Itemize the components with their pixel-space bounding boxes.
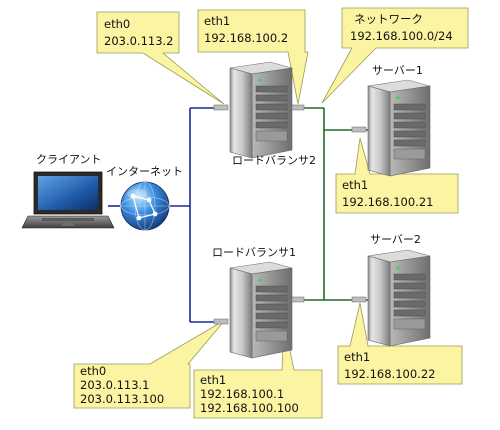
callout-lb2-eth0-line2: 203.0.113.2 [104, 34, 174, 48]
server2-server-tower-icon [367, 249, 431, 347]
callout-lb2-eth1-line1: eth1 [204, 14, 230, 28]
server1-label: サーバー1 [372, 64, 423, 77]
callout-lb1-eth1: eth1 192.168.100.1 192.168.100.100 [193, 321, 323, 419]
port-connectors [213, 104, 367, 325]
client-label: クライアント [36, 153, 102, 166]
callout-network: ネットワーク 192.168.100.0/24 [321, 7, 469, 104]
server1-server-tower-icon [367, 79, 431, 177]
internet-label: インターネット [106, 165, 183, 178]
callout-lb1-eth0-line3: 203.0.113.100 [80, 392, 164, 406]
callout-lb2-eth1: eth1 192.168.100.2 [197, 9, 309, 105]
callout-lb1-eth0: eth0 203.0.113.1 203.0.113.100 [73, 319, 226, 409]
server2-label: サーバー2 [370, 233, 421, 246]
callout-lb2-eth1-line2: 192.168.100.2 [204, 31, 288, 45]
callout-server1-eth1-line1: eth1 [342, 178, 368, 192]
callout-server2-eth1-line2: 192.168.100.22 [344, 367, 435, 381]
globe-icon [120, 181, 170, 231]
lb1-server-tower-icon [229, 261, 293, 359]
lb2-label: ロードバランサ2 [232, 154, 316, 167]
lb1-label: ロードバランサ1 [212, 246, 296, 259]
callout-lb2-eth0: eth0 203.0.113.2 [96, 11, 225, 105]
callout-server2-eth1-line1: eth1 [344, 350, 370, 364]
callout-server1-eth1-line2: 192.168.100.21 [342, 195, 433, 209]
callout-lb1-eth0-line2: 203.0.113.1 [80, 378, 150, 392]
callout-network-line2: 192.168.100.0/24 [350, 29, 453, 43]
callout-server1-eth1: eth1 192.168.100.21 [335, 137, 459, 214]
lb2-server-tower-icon [229, 61, 293, 159]
callout-network-line1: ネットワーク [354, 12, 423, 26]
callout-server2-eth1: eth1 192.168.100.22 [337, 302, 463, 385]
callout-lb1-eth0-line1: eth0 [80, 364, 106, 378]
callout-lb2-eth0-line1: eth0 [104, 17, 130, 31]
callout-lb1-eth1-line1: eth1 [200, 373, 226, 387]
callout-lb1-eth1-line3: 192.168.100.100 [200, 401, 299, 415]
laptop-icon [21, 171, 115, 229]
callout-lb1-eth1-line2: 192.168.100.1 [200, 387, 284, 401]
